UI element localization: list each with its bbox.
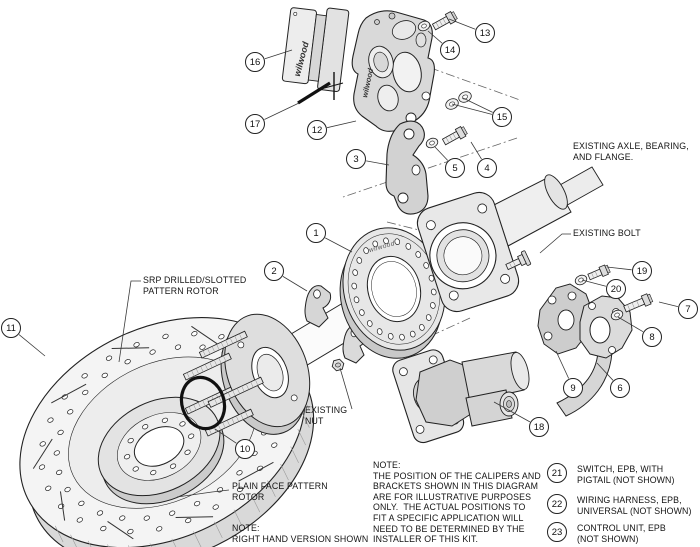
bracket2-drawing xyxy=(304,285,332,328)
installer-note-line: NEED TO BE DETERMINED BY THE xyxy=(373,523,525,534)
bolt-7-drawing xyxy=(623,293,654,313)
installer-note-line: INSTALLER OF THIS KIT. xyxy=(373,534,479,545)
washer-20-drawing xyxy=(574,274,588,286)
legend-item-22-text: WIRING HARNESS, EPB,UNIVERSAL (NOT SHOWN… xyxy=(577,495,692,517)
callout-5: 5 xyxy=(445,158,465,178)
callout-1: 1 xyxy=(306,223,326,243)
callout-7: 7 xyxy=(678,299,698,319)
caliper-drawing: wilwood xyxy=(351,10,435,132)
installer-note-line: ONLY. THE ACTUAL POSITIONS TO xyxy=(373,502,526,513)
callout-17: 17 xyxy=(245,114,265,134)
pad-pin-drawing xyxy=(297,72,344,105)
legend-line: SWITCH, EPB, WITH xyxy=(577,464,664,474)
legend-callout-21: 21 xyxy=(547,463,567,483)
callout-14: 14 xyxy=(440,40,460,60)
legend-item-23-text: CONTROL UNIT, EPB(NOT SHOWN) xyxy=(577,523,666,545)
axle-label-line: EXISTING AXLE, BEARING, xyxy=(573,141,689,151)
epb-caliper-drawing xyxy=(392,349,530,444)
legend-line: WIRING HARNESS, EPB, xyxy=(577,495,682,505)
rh-note-label-line: RIGHT HAND VERSION SHOWN xyxy=(232,534,369,544)
leader-lines xyxy=(18,18,678,498)
legend-line: UNIVERSAL (NOT SHOWN) xyxy=(577,505,692,516)
bolt-4-drawing xyxy=(441,125,468,146)
callout-3: 3 xyxy=(346,149,366,169)
axle-label: EXISTING AXLE, BEARING,AND FLANGE. xyxy=(573,141,689,163)
srp-rotor-label-line: PATTERN ROTOR xyxy=(143,286,219,296)
plain-rotor-label-line: ROTOR xyxy=(232,492,265,502)
installer-note-line: ARE FOR ILLUSTRATIVE PURPOSES xyxy=(373,491,532,502)
oring-drawing xyxy=(179,375,227,431)
callout-11: 11 xyxy=(1,318,21,338)
brake-pads-drawing: wilwood xyxy=(281,7,350,93)
existing-bolt-label: EXISTING BOLT xyxy=(573,228,641,239)
callout-8: 8 xyxy=(642,327,662,347)
installer-note-line: THE POSITION OF THE CALIPERS AND xyxy=(373,470,541,481)
rotor-hat-drawing: wilwood xyxy=(339,227,446,359)
callout-10: 10 xyxy=(235,439,255,459)
plain-rotor-label-line: PLAIN FACE PATTERN xyxy=(232,481,328,491)
callout-19: 19 xyxy=(632,261,652,281)
installer-note-line: NOTE: xyxy=(373,460,401,470)
callout-9: 9 xyxy=(563,378,583,398)
axle-assembly-drawing xyxy=(416,166,604,313)
legend-line: PIGTAIL (NOT SHOWN) xyxy=(577,474,675,485)
installer-note-line: BRACKETS SHOWN IN THIS DIAGRAM xyxy=(373,481,539,492)
callout-13: 13 xyxy=(475,23,495,43)
legend-callout-23: 23 xyxy=(547,522,567,542)
rh-note-label: NOTE:RIGHT HAND VERSION SHOWN xyxy=(232,523,368,545)
legend-callout-22: 22 xyxy=(547,494,567,514)
existing-nut-label-line: EXISTING xyxy=(305,405,348,415)
callout-2: 2 xyxy=(264,261,284,281)
axle-label-line: AND FLANGE. xyxy=(573,152,634,162)
callout-12: 12 xyxy=(307,120,327,140)
installer-note-line: FIT A SPECIFIC APPLICATION WILL xyxy=(373,512,524,523)
callout-16: 16 xyxy=(245,52,265,72)
callout-20: 20 xyxy=(606,279,626,299)
srp-rotor-label-line: SRP DRILLED/SLOTTED xyxy=(143,275,247,285)
callout-15: 15 xyxy=(492,107,512,127)
washer-5-drawing xyxy=(425,137,439,149)
caliper-bracket-drawing xyxy=(385,120,429,215)
hub-drawing xyxy=(182,313,311,437)
callout-18: 18 xyxy=(529,417,549,437)
washer-14-drawing xyxy=(417,20,431,32)
callout-4: 4 xyxy=(477,158,497,178)
legend-line: (NOT SHOWN) xyxy=(577,533,639,544)
existing-bolt-label-line: EXISTING BOLT xyxy=(573,228,641,238)
nut-drawing xyxy=(331,358,345,372)
rh-note-label-line: NOTE: xyxy=(232,523,260,533)
existing-nut-label-line: NUT xyxy=(305,416,324,426)
washer-8-drawing xyxy=(610,309,624,321)
existing-bolt-drawing xyxy=(505,250,532,271)
callout-6: 6 xyxy=(610,378,630,398)
mount-brackets-drawing xyxy=(537,283,633,417)
bolt-19-drawing xyxy=(587,264,611,281)
legend-line: CONTROL UNIT, EPB xyxy=(577,523,666,533)
